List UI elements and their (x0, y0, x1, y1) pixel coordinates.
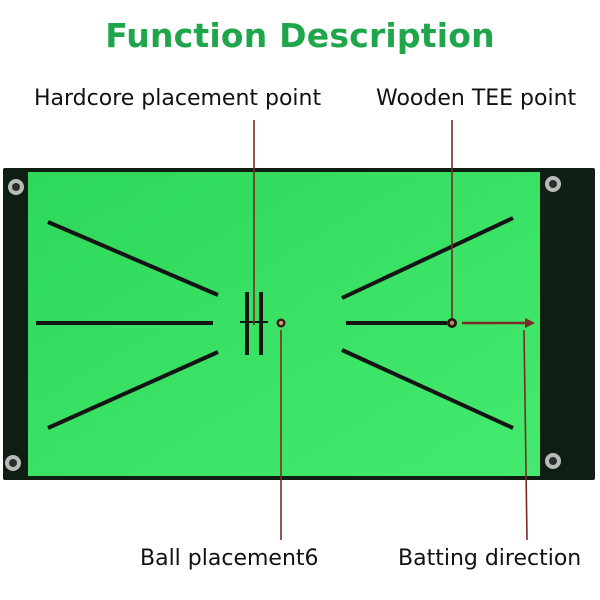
ball-placement-label: Ball placement6 (140, 546, 319, 571)
pointer-batting (523, 329, 528, 541)
grommet-top-right-icon (545, 176, 561, 192)
grommet-bottom-right-icon (545, 453, 561, 469)
page-title: Function Description (105, 16, 495, 55)
guide-line-left-upper (47, 220, 219, 297)
grommet-bottom-left-icon (5, 455, 21, 471)
ball-placement-icon (276, 318, 286, 328)
batting-direction-label: Batting direction (398, 546, 582, 571)
grommet-top-left-icon (8, 179, 24, 195)
hardcore-placement-label: Hardcore placement point (34, 86, 322, 111)
wooden-tee-icon (447, 318, 457, 328)
guide-line-right-lower (341, 348, 514, 430)
guide-line-right-upper (341, 216, 514, 300)
wooden-tee-label: Wooden TEE point (376, 86, 577, 111)
guide-line-left-lower (47, 350, 219, 430)
